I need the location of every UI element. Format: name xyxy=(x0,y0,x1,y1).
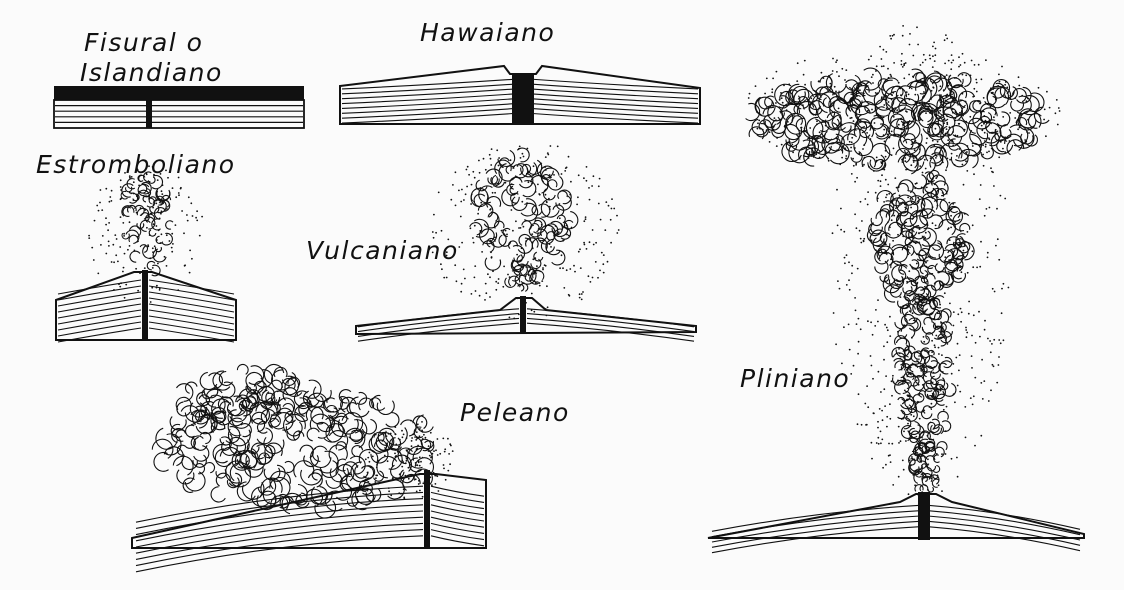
pliniano-eruption-column xyxy=(745,67,1050,498)
label-fisural-line2: Islandiano xyxy=(80,58,223,87)
peleano-diagram xyxy=(131,363,487,573)
pliniano-ejecta-dots xyxy=(747,25,1061,496)
label-hawaiano: Hawaiano xyxy=(420,18,556,47)
label-estromboliano: Estromboliano xyxy=(36,150,236,179)
pliniano-diagram xyxy=(707,25,1085,554)
vulcaniano-ejecta-dots xyxy=(431,145,620,320)
estromboliano-conduit xyxy=(142,270,148,340)
label-pliniano: Pliniano xyxy=(740,364,851,393)
estromboliano-strata-lines xyxy=(57,279,235,343)
hawaiano-strata-lines xyxy=(341,78,699,124)
estromboliano-diagram xyxy=(55,165,237,343)
fisural-strata xyxy=(53,99,305,129)
vulcaniano-ash-cloud xyxy=(469,147,579,292)
label-fisural-islandiano: Fisural o Islandiano xyxy=(80,28,223,88)
fisural-strata-lines xyxy=(55,104,303,124)
fisural-diagram xyxy=(53,86,305,129)
peleano-ejecta-dots xyxy=(364,419,454,500)
fisural-lava-sheet xyxy=(54,86,304,100)
label-vulcaniano: Vulcaniano xyxy=(306,236,459,265)
estromboliano-ash-cloud xyxy=(120,171,174,277)
estromboliano-ejecta-dots xyxy=(88,165,204,303)
hawaiano-conduit xyxy=(512,74,534,124)
hawaiano-shield-outline xyxy=(339,64,701,125)
estromboliano-cone xyxy=(55,271,237,341)
pliniano-cone xyxy=(707,493,1085,539)
fisural-fissure xyxy=(146,92,152,128)
peleano-conduit xyxy=(424,470,430,548)
vulcaniano-conduit xyxy=(520,296,526,334)
label-fisural-line1: Fisural o xyxy=(84,28,204,57)
label-peleano: Peleano xyxy=(460,398,570,427)
pliniano-strata-lines xyxy=(711,504,1081,554)
hawaiano-diagram xyxy=(339,64,701,125)
vulcaniano-diagram xyxy=(355,145,697,342)
pliniano-conduit xyxy=(918,492,930,540)
peleano-nuee-ardente-cloud xyxy=(151,363,435,519)
peleano-strata-lines xyxy=(135,485,485,573)
